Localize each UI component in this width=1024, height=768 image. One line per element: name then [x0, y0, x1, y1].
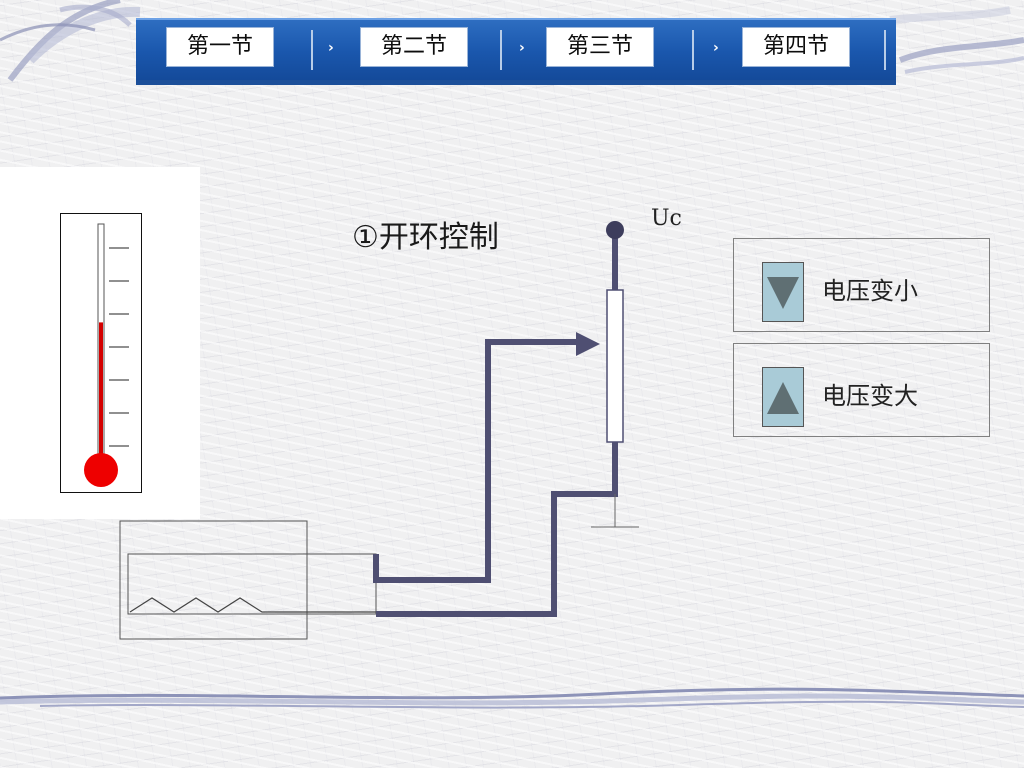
- decrease-voltage-button[interactable]: 电压变小: [733, 238, 990, 332]
- section-nav-bar: 第一节 › 第二节 › 第三节 › 第四节: [136, 18, 896, 80]
- tab-section-4[interactable]: 第四节: [742, 27, 850, 67]
- decorative-swirl-top: [0, 0, 1024, 82]
- voltage-label: Uc: [651, 206, 682, 231]
- thermometer-icon: [84, 223, 129, 487]
- nav-underline: [136, 80, 896, 85]
- resistor-zigzag: [129, 597, 376, 613]
- chevron-right-icon[interactable]: ›: [328, 40, 334, 56]
- slide-title: ①开环控制: [352, 220, 499, 255]
- thermometer-scale: [109, 247, 129, 447]
- thermometer-frame: [60, 213, 142, 493]
- thermometer-mercury: [99, 322, 103, 464]
- chevron-right-icon[interactable]: ›: [519, 40, 525, 56]
- increase-voltage-label: 电压变大: [822, 382, 918, 410]
- nav-separator: [500, 30, 502, 70]
- wire-to-wiper: [373, 339, 580, 583]
- triangle-up-icon[interactable]: [762, 367, 804, 427]
- tab-section-2[interactable]: 第二节: [360, 27, 468, 67]
- tab-section-1[interactable]: 第一节: [166, 27, 274, 67]
- tab-section-3[interactable]: 第三节: [546, 27, 654, 67]
- decrease-voltage-label: 电压变小: [822, 277, 918, 305]
- heating-element-outline: [127, 553, 377, 615]
- thermometer-bulb: [84, 453, 118, 487]
- wiper-arrow-icon: [576, 332, 600, 356]
- voltage-terminal: [606, 221, 624, 239]
- increase-voltage-button[interactable]: 电压变大: [733, 343, 990, 437]
- nav-separator: [311, 30, 313, 70]
- thermometer-panel: [0, 167, 200, 519]
- wires: [373, 232, 618, 617]
- decorative-swirl-bottom: [0, 687, 1024, 709]
- potentiometer: [606, 289, 624, 443]
- nav-separator: [884, 30, 886, 70]
- wire-to-potentiometer-bottom: [376, 442, 618, 617]
- chevron-right-icon[interactable]: ›: [713, 40, 719, 56]
- nav-separator: [692, 30, 694, 70]
- triangle-down-icon[interactable]: [762, 262, 804, 322]
- heater-box: [119, 520, 377, 640]
